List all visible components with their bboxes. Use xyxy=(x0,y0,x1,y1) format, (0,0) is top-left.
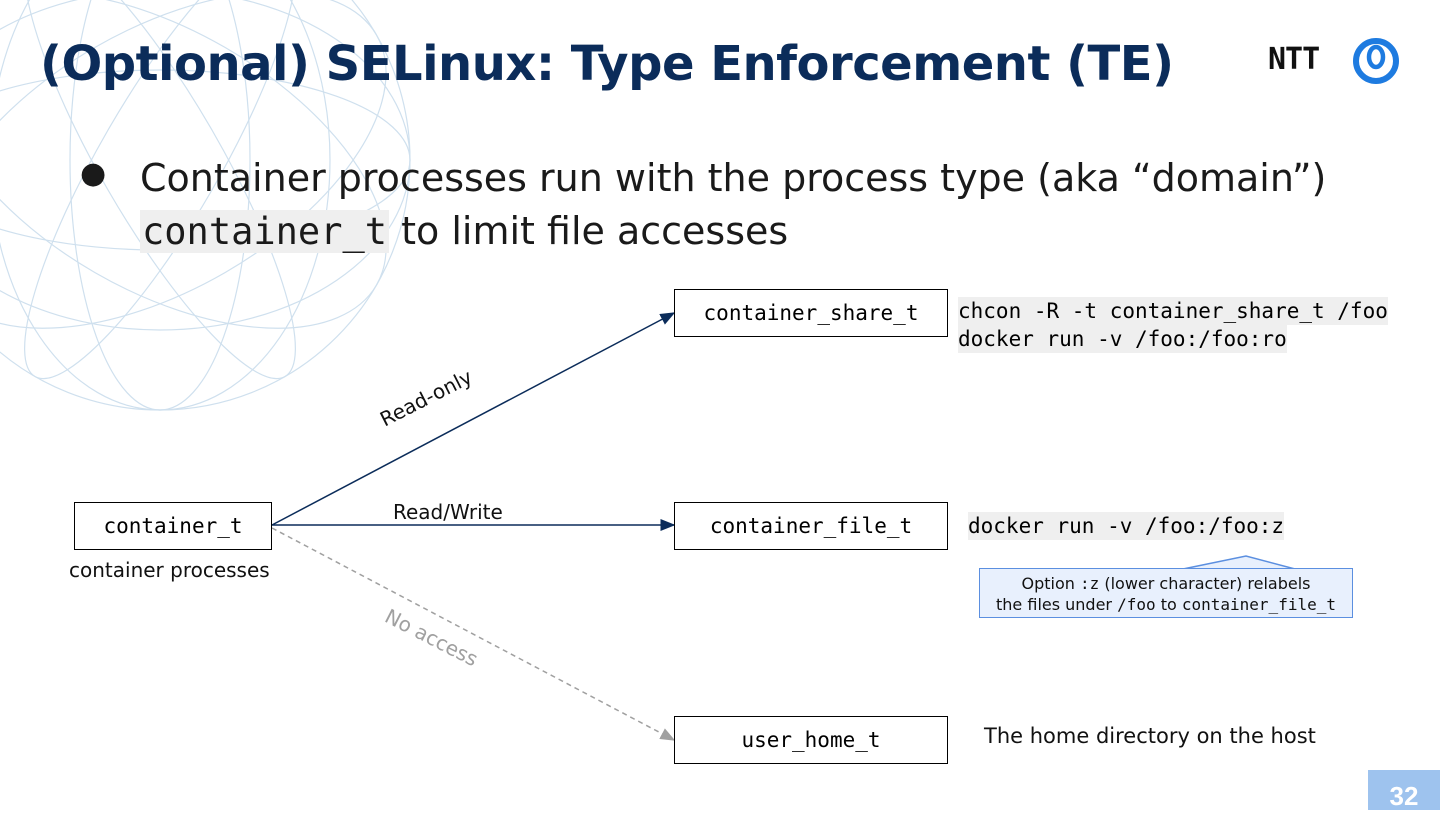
share-command-line2: docker run -v /foo:/foo:ro xyxy=(958,325,1287,353)
callout-code: :z xyxy=(1080,574,1100,593)
home-note: The home directory on the host xyxy=(984,724,1316,748)
source-box-container-t: container_t xyxy=(74,502,272,550)
edge-label-readwrite: Read/Write xyxy=(393,500,503,524)
bullet-marker: ● xyxy=(80,156,107,191)
callout-text: (lower character) relabels xyxy=(1099,574,1311,593)
z-option-callout: Option :z (lower character) relabels the… xyxy=(979,568,1353,618)
callout-text: Option xyxy=(1021,574,1080,593)
callout-text: to xyxy=(1155,595,1182,614)
callout-code: /foo xyxy=(1117,595,1156,614)
target-box-file: container_file_t xyxy=(674,502,948,550)
file-command-line1: docker run -v /foo:/foo:z xyxy=(968,512,1285,540)
callout-pointer xyxy=(1182,555,1296,570)
file-commands: docker run -v /foo:/foo:z xyxy=(968,512,1285,540)
ntt-ring-icon xyxy=(1353,38,1399,84)
ntt-logo: NTT xyxy=(1268,38,1404,84)
bullet-code: container_t xyxy=(140,210,390,253)
slide-title: (Optional) SELinux: Type Enforcement (TE… xyxy=(40,36,1174,92)
target-box-home: user_home_t xyxy=(674,716,948,764)
bullet-text: Container processes run with the process… xyxy=(140,152,1340,258)
share-command-line1: chcon -R -t container_share_t /foo xyxy=(958,297,1388,325)
bullet-text-line1: Container processes run with the process… xyxy=(140,156,1327,200)
edge-noaccess-line xyxy=(271,527,676,741)
logo-text: NTT xyxy=(1268,42,1320,77)
share-commands: chcon -R -t container_share_t /foo docke… xyxy=(958,297,1388,353)
target-box-share: container_share_t xyxy=(674,289,948,337)
callout-code: container_file_t xyxy=(1181,595,1336,614)
callout-text: the files under xyxy=(996,595,1118,614)
source-caption: container processes xyxy=(69,558,270,582)
page-number: 32 xyxy=(1368,770,1440,811)
globe-background xyxy=(0,0,411,411)
edge-readonly-line xyxy=(271,312,676,526)
bullet-text-line2: to limit file accesses xyxy=(389,209,789,253)
